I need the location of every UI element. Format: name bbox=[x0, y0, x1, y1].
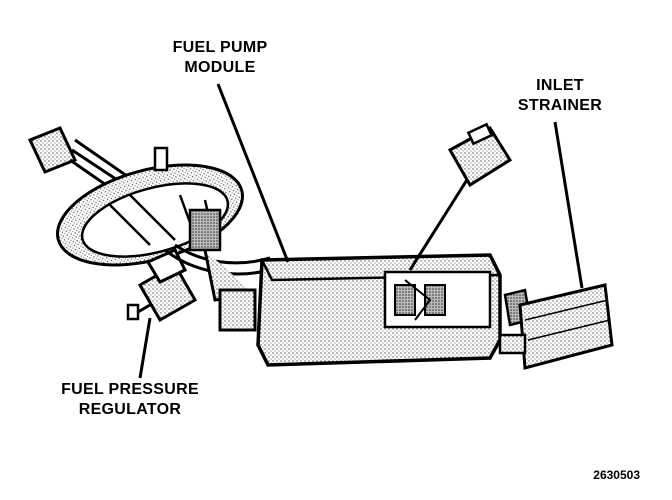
inlet-strainer bbox=[498, 283, 614, 370]
fuel-pump-module-label: FUEL PUMP MODULE bbox=[150, 38, 290, 78]
figure-number: 2630503 bbox=[593, 468, 640, 482]
fuel-pressure-regulator-label-line1: FUEL PRESSURE bbox=[61, 381, 199, 398]
level-sender-float bbox=[408, 122, 513, 271]
inlet-strainer-label-line1: INLET bbox=[536, 77, 584, 94]
module-wiring bbox=[164, 243, 271, 332]
fuel-pressure-regulator-label: FUEL PRESSURE REGULATOR bbox=[30, 380, 230, 420]
mounting-flange bbox=[56, 146, 244, 267]
fuel-pressure-regulator bbox=[126, 248, 198, 323]
fuel-pump-body bbox=[256, 253, 502, 367]
fuel-pressure-regulator-label-line2: REGULATOR bbox=[78, 401, 182, 418]
fuel-pump-module-label-line1: FUEL PUMP bbox=[172, 39, 268, 56]
fuel-pump-module-label-line2: MODULE bbox=[184, 59, 256, 76]
inlet-strainer-label-line2: STRAINER bbox=[517, 97, 603, 114]
leader-lines bbox=[138, 83, 584, 379]
inlet-strainer-label: INLET STRAINER bbox=[500, 76, 620, 116]
